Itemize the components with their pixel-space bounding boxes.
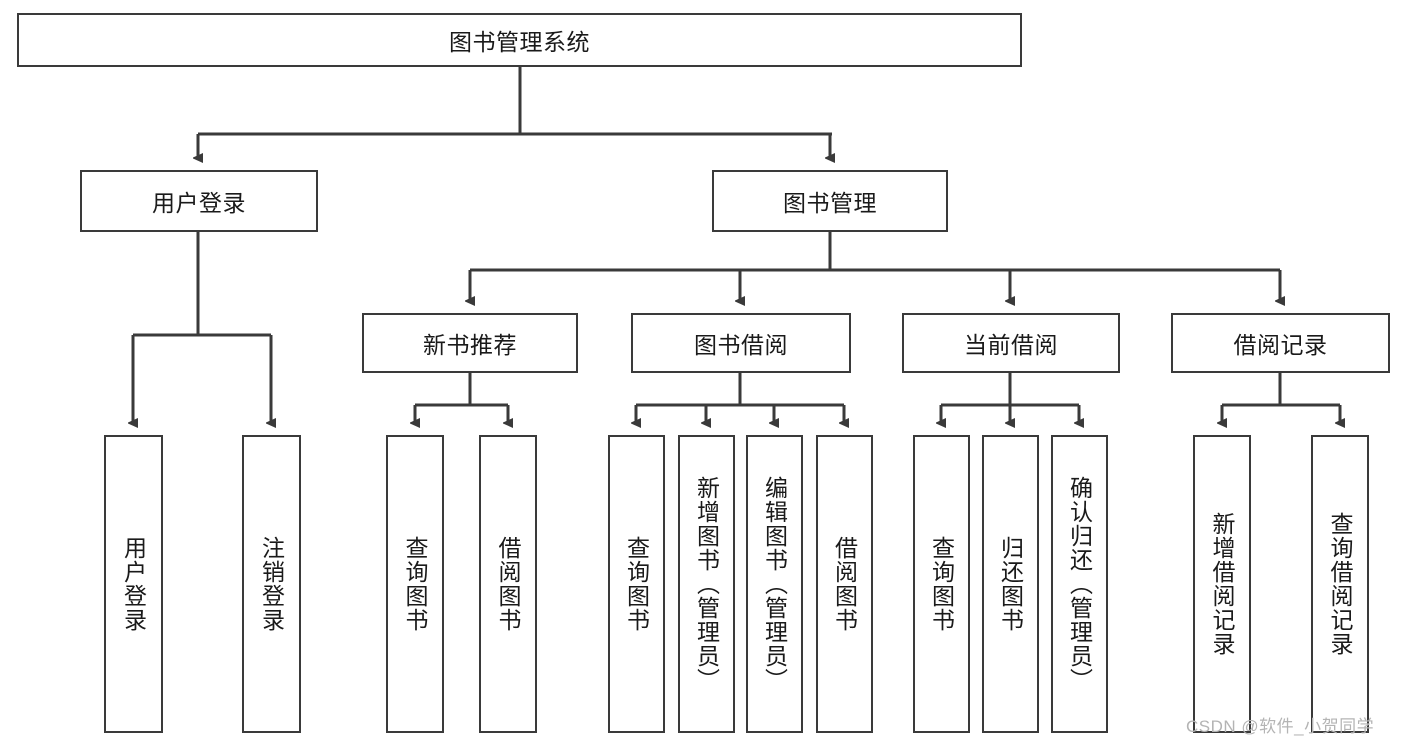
leaf-user-login-logout[interactable]: 注销登录 bbox=[242, 435, 301, 733]
node-borrow-record[interactable]: 借阅记录 bbox=[1171, 313, 1390, 373]
node-label: 借阅图书 bbox=[495, 536, 522, 632]
node-label: 图书管理系统 bbox=[449, 29, 590, 55]
node-label: 当前借阅 bbox=[964, 332, 1058, 358]
leaf-borrow-query-book[interactable]: 查询图书 bbox=[608, 435, 665, 733]
node-book-borrow[interactable]: 图书借阅 bbox=[631, 313, 851, 373]
leaf-record-add-record[interactable]: 新增借阅记录 bbox=[1193, 435, 1251, 733]
leaf-record-query-record[interactable]: 查询借阅记录 bbox=[1311, 435, 1369, 733]
node-label: 新增借阅记录 bbox=[1209, 512, 1236, 656]
node-label: 查询图书 bbox=[402, 536, 429, 632]
leaf-current-query-book[interactable]: 查询图书 bbox=[913, 435, 970, 733]
node-label: 注销登录 bbox=[258, 536, 285, 632]
node-root-system[interactable]: 图书管理系统 bbox=[17, 13, 1022, 67]
node-label: 新增图书（管理员） bbox=[693, 476, 720, 692]
node-label: 查询图书 bbox=[928, 536, 955, 632]
node-book-management[interactable]: 图书管理 bbox=[712, 170, 948, 232]
node-user-login[interactable]: 用户登录 bbox=[80, 170, 318, 232]
node-current-borrow[interactable]: 当前借阅 bbox=[902, 313, 1120, 373]
watermark: CSDN @软件_小贺同学 bbox=[1186, 717, 1375, 736]
leaf-current-confirm-return[interactable]: 确认归还（管理员） bbox=[1051, 435, 1108, 733]
node-label: 查询借阅记录 bbox=[1327, 512, 1354, 656]
node-label: 借阅图书 bbox=[831, 536, 858, 632]
leaf-borrow-borrow-book[interactable]: 借阅图书 bbox=[816, 435, 873, 733]
node-label: 编辑图书（管理员） bbox=[761, 476, 788, 692]
node-label: 归还图书 bbox=[997, 536, 1024, 632]
node-label: 新书推荐 bbox=[423, 332, 517, 358]
leaf-new-book-borrow[interactable]: 借阅图书 bbox=[479, 435, 537, 733]
node-label: 借阅记录 bbox=[1233, 332, 1328, 358]
leaf-new-book-query[interactable]: 查询图书 bbox=[386, 435, 444, 733]
node-label: 图书借阅 bbox=[694, 332, 788, 358]
node-new-book-recommend[interactable]: 新书推荐 bbox=[362, 313, 578, 373]
node-label: 查询图书 bbox=[623, 536, 650, 632]
node-label: 确认归还（管理员） bbox=[1066, 476, 1093, 692]
leaf-borrow-add-book[interactable]: 新增图书（管理员） bbox=[678, 435, 735, 733]
node-label: 用户登录 bbox=[120, 536, 147, 632]
node-label: 用户登录 bbox=[152, 190, 246, 216]
leaf-current-return-book[interactable]: 归还图书 bbox=[982, 435, 1039, 733]
leaf-user-login-login[interactable]: 用户登录 bbox=[104, 435, 163, 733]
node-label: 图书管理 bbox=[783, 190, 877, 216]
leaf-borrow-edit-book[interactable]: 编辑图书（管理员） bbox=[746, 435, 803, 733]
